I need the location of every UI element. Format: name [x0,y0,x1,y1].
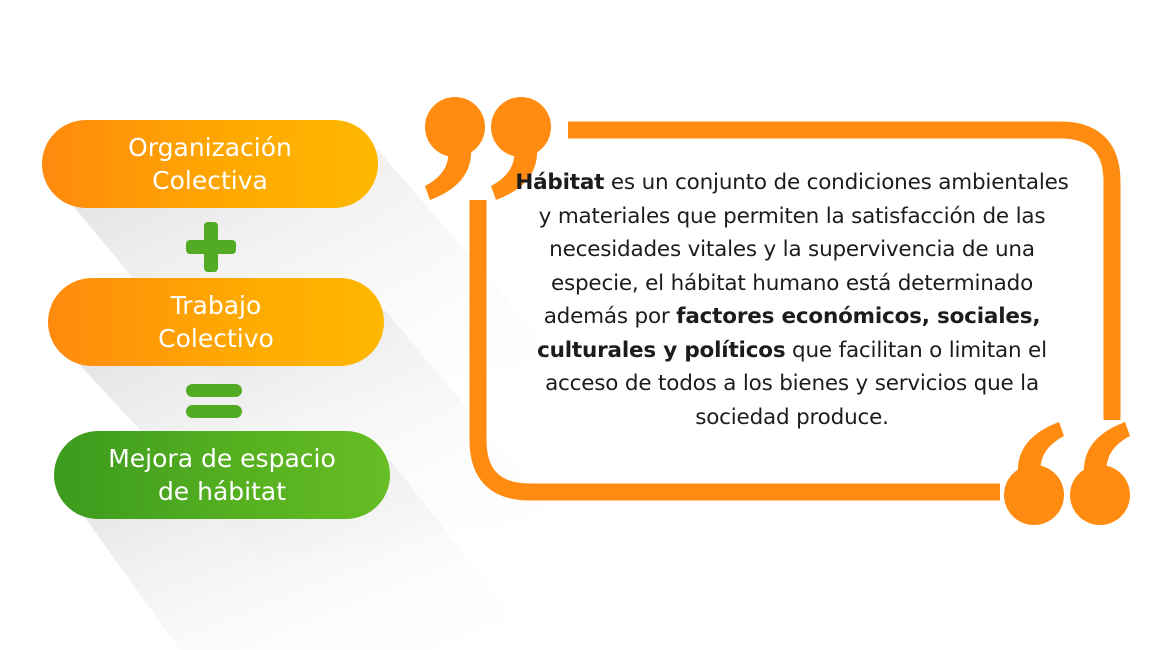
quote-segment-1: Hábitat [515,170,605,195]
result-mejora-habitat: Mejora de espacio de hábitat [54,431,390,519]
result-label: Mejora de espacio de hábitat [108,444,336,506]
term-1-label: Organización Colectiva [128,133,292,195]
equals-icon-bottom [186,405,242,418]
quote-open-icon [425,97,551,200]
term-2-label: Trabajo Colectivo [158,291,274,353]
equals-icon [186,384,242,397]
plus-icon-vertical [204,222,218,272]
quote-segment-2: es un conjunto de condiciones ambientale… [538,170,1069,329]
habitat-definition: Hábitat es un conjunto de condiciones am… [512,166,1072,434]
frame-border [568,121,1121,420]
term-trabajo-colectivo: Trabajo Colectivo [48,278,384,366]
term-organizacion-colectiva: Organización Colectiva [42,120,378,208]
quote-segment-3: factores económicos, sociales, culturale… [537,304,1041,363]
quote-segment-4: que facilitan o limitan el acceso de tod… [545,337,1047,430]
quote-close-icon [1004,422,1130,525]
frame-border-bottom-left [469,200,1000,501]
